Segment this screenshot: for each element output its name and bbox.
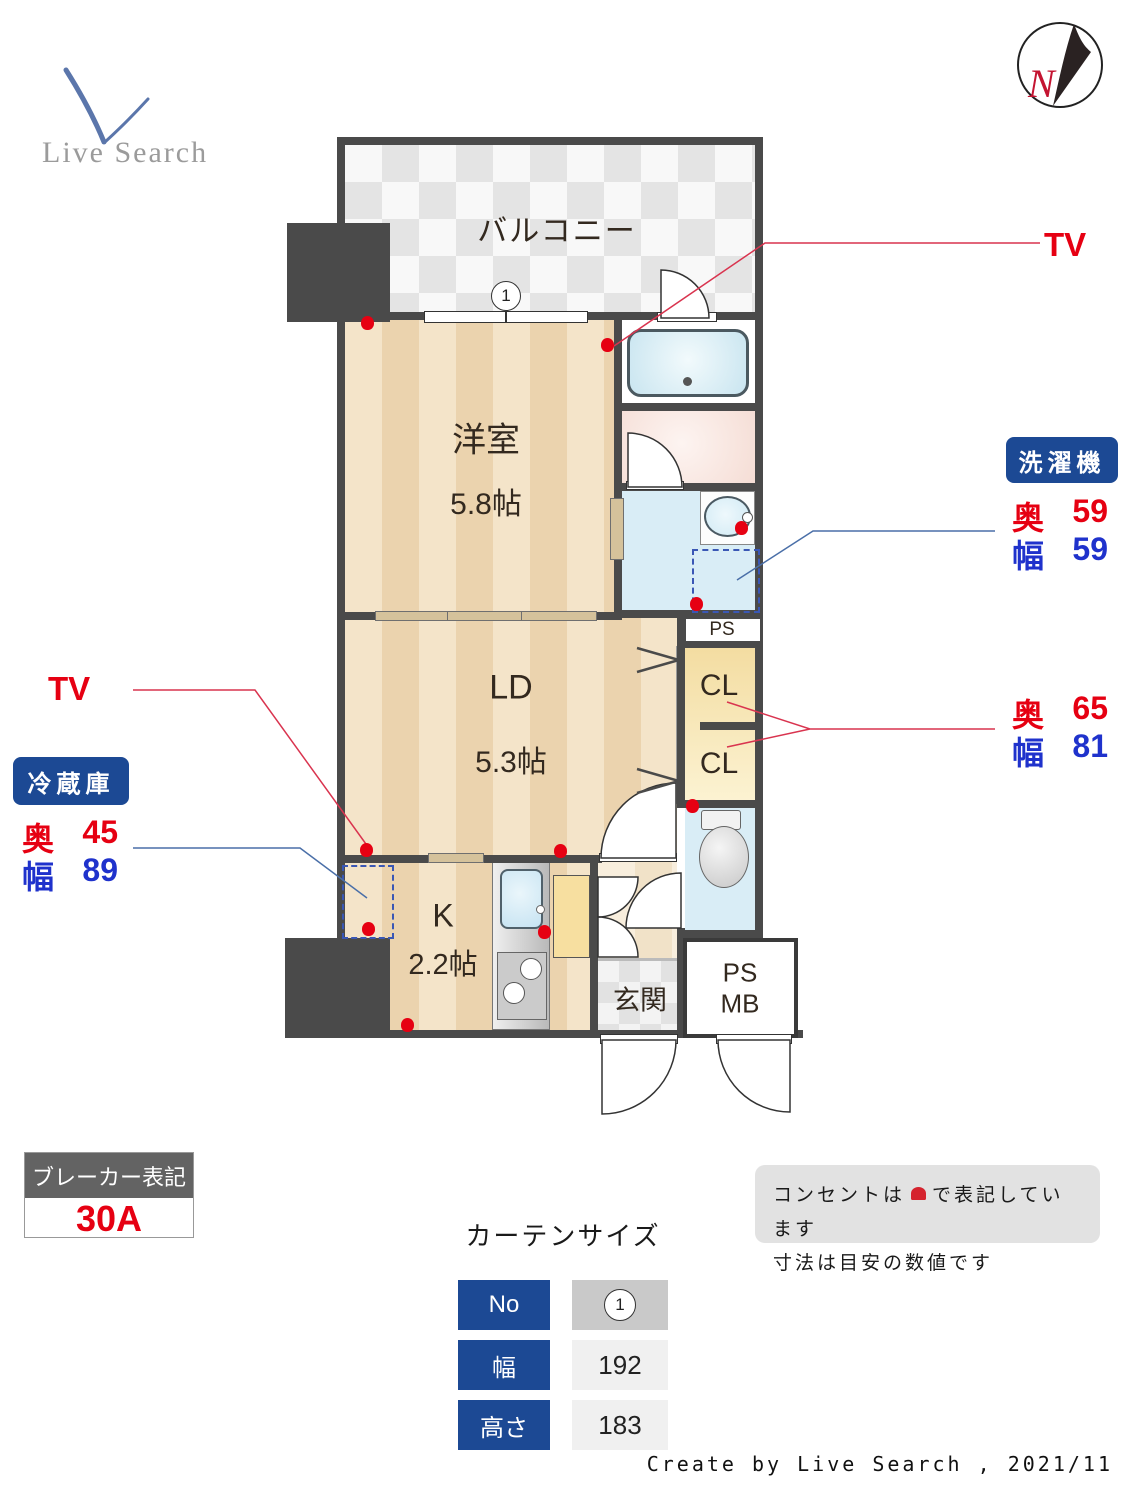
breaker-value: 30A: [75, 1197, 143, 1239]
western-room-size: 5.8帖: [450, 488, 522, 521]
outlet-symbol-icon: [911, 1187, 927, 1201]
stove-burner: [503, 982, 525, 1004]
logo-swoosh-icon: [103, 97, 150, 144]
curtain-title: カーテンサイズ: [465, 1221, 661, 1251]
outlet-dot: [360, 843, 373, 857]
outlet-dot: [538, 925, 551, 939]
legend-note-line2: 寸法は目安の数値です: [773, 1253, 994, 1274]
outlet-dot: [735, 521, 748, 535]
curtain-row-value: 192: [572, 1340, 668, 1390]
closet-door-chevrons: [636, 646, 684, 795]
entrance-door-swing: [601, 1039, 677, 1115]
tv-left-label: TV: [48, 670, 91, 707]
closet-upper-label: CL: [699, 669, 739, 702]
outlet-dot: [601, 338, 614, 352]
curtain-row-value: 1: [572, 1280, 668, 1330]
psmb-label-line2: MB: [720, 988, 760, 1019]
kitchen-sink: [500, 869, 543, 929]
outlet-dot: [401, 1018, 414, 1032]
washer-space-outline: [692, 549, 760, 613]
ps-box: [683, 616, 763, 644]
curtain-row-label: 高さ: [458, 1400, 550, 1450]
toilet-bowl: [699, 826, 749, 888]
fridge-leader-line: [133, 847, 368, 899]
curtain-row-label: No: [458, 1280, 550, 1330]
logo-text: Live Search: [42, 136, 209, 169]
hall-door-swing: [597, 916, 639, 958]
toilet-door-swing: [625, 872, 682, 929]
fridge-tag: 冷蔵庫: [13, 757, 129, 805]
entrance-label: 玄関: [613, 985, 667, 1016]
logo-swoosh-icon: [63, 67, 107, 145]
outlet-dot: [361, 316, 374, 330]
footer-credit: Create by Live Search , 2021/11: [646, 1452, 1113, 1476]
outlet-dot: [362, 922, 375, 936]
ld-label: LD: [489, 668, 533, 707]
balcony-label: バルコニー: [477, 215, 637, 248]
bathtub-drain: [683, 377, 692, 386]
breaker-title: ブレーカー表記: [25, 1153, 193, 1198]
washroom-faucet: [742, 512, 753, 523]
curtain-row-label: 幅: [458, 1340, 550, 1390]
legend-note-line1: コンセントはで表記しています: [773, 1185, 1064, 1240]
outlet-dot: [690, 597, 703, 611]
partition-sliding-door: [375, 611, 597, 621]
western-room-label: 洋室: [452, 421, 520, 460]
psmb-label-line1: PS: [722, 957, 758, 988]
kitchen-label: K: [432, 897, 454, 934]
outlet-dot: [686, 799, 699, 813]
outlet-dot: [554, 844, 567, 858]
ld-door-swing: [600, 782, 677, 859]
washer-tag: 洗濯機: [1006, 437, 1118, 483]
balcony-floor: [345, 145, 755, 312]
ld-size: 5.3帖: [475, 746, 547, 779]
compass-needle-icon: [1053, 24, 1091, 106]
psmb-door-swing: [717, 1039, 791, 1113]
legend-note-box: コンセントはで表記しています 寸法は目安の数値です: [755, 1165, 1100, 1274]
fridge-space-outline: [342, 865, 394, 939]
window-number-badge: 1: [491, 281, 521, 311]
closet-lower-label: CL: [699, 747, 739, 780]
tv-right-leader-line: [613, 242, 1040, 347]
dressing-door-swing: [627, 432, 683, 488]
ps-label: PS: [709, 619, 735, 640]
western-room-floor: [345, 320, 614, 612]
breaker-box: ブレーカー表記 30A: [24, 1152, 194, 1239]
tv-right-label: TV: [1044, 226, 1087, 263]
curtain-row-value: 183: [572, 1400, 668, 1450]
curtain-window-number-badge: 1: [604, 1289, 636, 1321]
kitchen-pass-panel: [428, 853, 484, 863]
stove-burner: [520, 958, 542, 980]
compass-north-label: N: [1028, 61, 1055, 106]
closet-leader-line: [726, 701, 995, 748]
shoe-cabinet: [553, 875, 590, 958]
bath-balcony-door-swing: [660, 269, 710, 319]
tv-left-leader-line: [133, 689, 372, 852]
washer-leader-line: [736, 530, 995, 581]
kitchen-size: 2.2帖: [408, 949, 478, 981]
washroom-sliding-door: [610, 498, 624, 560]
entrance-floor: [598, 958, 680, 1038]
kitchen-faucet: [536, 905, 545, 914]
